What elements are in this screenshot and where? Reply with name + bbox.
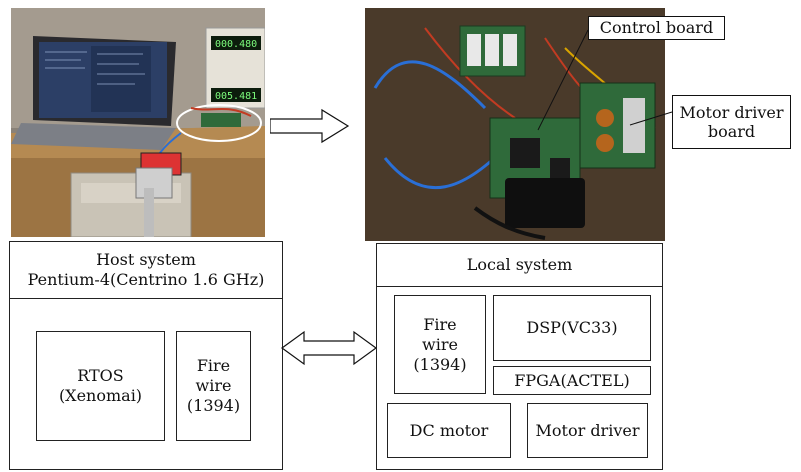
control-board-callout: Control board: [588, 16, 725, 40]
host-system-title-line1: Host system: [96, 250, 196, 269]
boards-illustration: [365, 8, 665, 241]
boards-photo: [365, 8, 665, 241]
lab-setup-photo: 000.480 005.481: [11, 8, 265, 237]
host-system-title-line2: Pentium-4(Centrino 1.6 GHz): [27, 270, 265, 289]
local-firewire-box: Fire wire (1394): [394, 295, 486, 394]
host-firewire-box: Fire wire (1394): [176, 331, 251, 441]
motor-driver-box: Motor driver: [527, 403, 648, 458]
bidirectional-arrow-icon: [280, 330, 378, 366]
motor-driver-board-leader-line: [629, 111, 673, 126]
lab-setup-illustration: 000.480 005.481: [11, 8, 265, 237]
right-arrow-icon: [270, 108, 350, 144]
local-system-title: Local system: [376, 243, 663, 287]
dsp-box: DSP(VC33): [493, 295, 651, 361]
control-board-leader-line: [537, 29, 589, 131]
rtos-box: RTOS (Xenomai): [36, 331, 165, 441]
dc-motor-box: DC motor: [387, 403, 511, 458]
power-supply-display-top: 000.480: [215, 39, 257, 50]
host-system-title: Host system Pentium-4(Centrino 1.6 GHz): [9, 241, 283, 299]
power-supply-display-bottom: 005.481: [215, 91, 257, 102]
motor-driver-board-callout: Motor driver board: [672, 95, 791, 149]
fpga-box: FPGA(ACTEL): [493, 366, 651, 395]
